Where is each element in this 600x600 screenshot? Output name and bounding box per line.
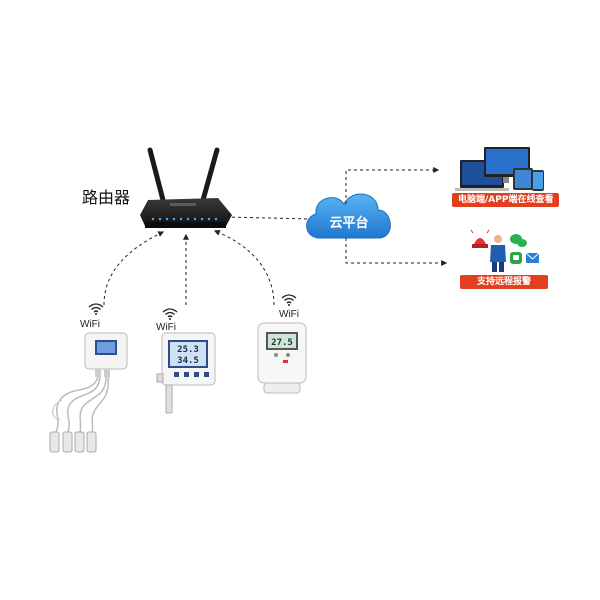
router	[140, 147, 232, 228]
router-label: 路由器	[82, 188, 131, 207]
sensor-2-reading-top: 25.3	[177, 345, 199, 355]
router-body	[140, 198, 232, 226]
wechat-icon	[510, 234, 527, 247]
computer-devices-icon	[455, 147, 544, 191]
person-icon	[490, 235, 506, 272]
sensor-1	[49, 332, 128, 453]
wifi-icon	[162, 308, 178, 320]
mail-icon	[525, 252, 540, 263]
sensor-2	[156, 332, 216, 414]
sensor-3	[257, 322, 307, 394]
router-antenna-left	[147, 147, 166, 203]
wifi-icon	[281, 294, 297, 306]
cloud-label: 云平台	[329, 216, 369, 231]
cloud-to-alarm-arrow	[345, 238, 448, 266]
wifi-label: WiFi	[156, 322, 176, 333]
router-cloud-link	[225, 216, 313, 220]
wifi-label: WiFi	[279, 309, 299, 320]
online-view-badge: 电脑端/APP端在线查看	[452, 193, 559, 207]
sensor1-to-router-arrow	[103, 231, 165, 306]
message-icon	[510, 252, 522, 264]
siren-icon	[470, 229, 490, 248]
remote-alarm-badge: 支持远程报警	[460, 275, 548, 289]
sensor-2-reading-bottom: 34.5	[177, 356, 199, 366]
alarm-icons	[470, 229, 540, 272]
router-lights	[151, 217, 218, 221]
cloud-icon	[306, 193, 391, 239]
sensor3-to-router-arrow	[213, 229, 275, 306]
wifi-label: WiFi	[80, 319, 100, 330]
wifi-icon	[88, 303, 104, 315]
router-antenna-right	[200, 147, 220, 203]
sensor-3-reading: 27.5	[271, 338, 293, 348]
